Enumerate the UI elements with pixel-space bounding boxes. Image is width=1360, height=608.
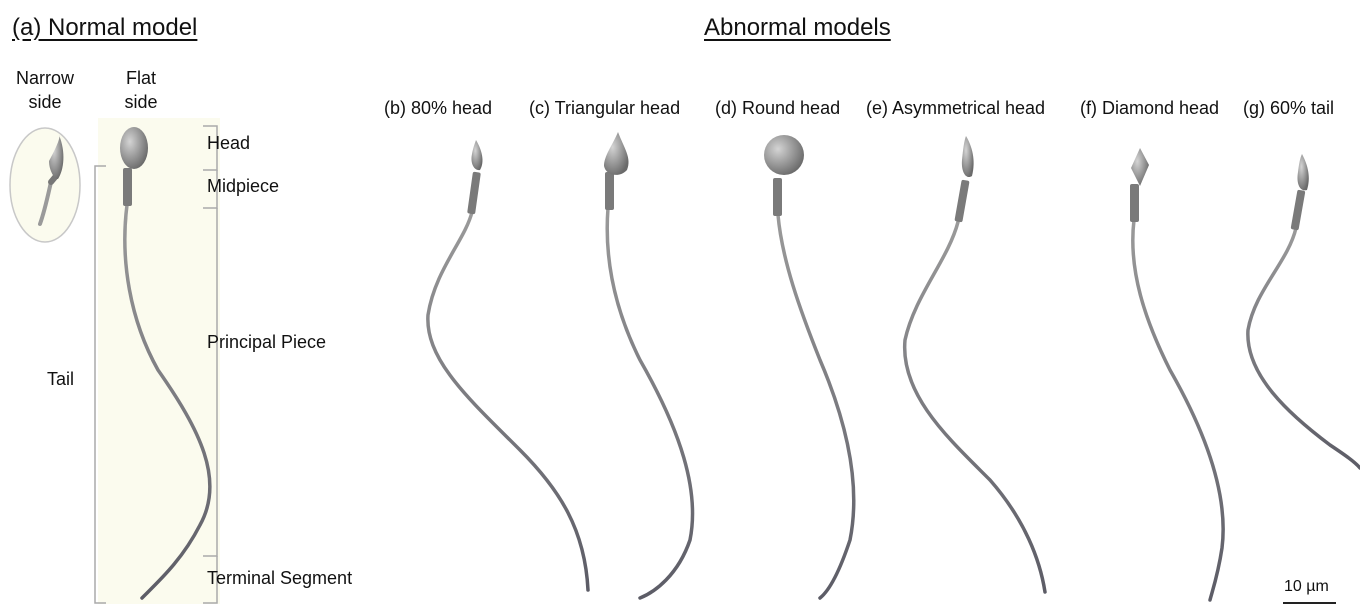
abnormal-models-title: Abnormal models [704, 14, 891, 42]
part-label-terminal-segment: Terminal Segment [207, 568, 352, 589]
narrow-side-label: Narrow side [6, 66, 84, 114]
model-label-f: (f) Diamond head [1080, 98, 1219, 119]
sperm-model-f [1130, 148, 1223, 600]
flat-side-label-line1: Flat [106, 66, 176, 90]
part-label-head: Head [207, 133, 250, 154]
part-label-midpiece: Midpiece [207, 176, 279, 197]
scale-bar-label: 10 µm [1284, 578, 1329, 596]
normal-model-title: (a) Normal model [12, 14, 197, 42]
part-label-principal-piece: Principal Piece [207, 332, 326, 353]
sperm-model-g [1248, 154, 1360, 468]
narrow-side-oval [10, 128, 80, 242]
model-label-b: (b) 80% head [384, 98, 492, 119]
model-label-e: (e) Asymmetrical head [866, 98, 1045, 119]
flat-side-highlight [98, 118, 220, 604]
normal-sperm-head [120, 127, 148, 169]
model-label-d: (d) Round head [715, 98, 840, 119]
narrow-side-label-line2: side [6, 90, 84, 114]
model-label-c: (c) Triangular head [529, 98, 680, 119]
model-label-g: (g) 60% tail [1243, 98, 1334, 119]
normal-sperm-midpiece [123, 168, 132, 206]
flat-side-label-line2: side [106, 90, 176, 114]
sperm-model-c [604, 132, 693, 598]
narrow-side-label-line1: Narrow [6, 66, 84, 90]
sperm-model-b [428, 140, 588, 590]
part-label-tail: Tail [47, 369, 74, 390]
sperm-model-d [764, 135, 854, 598]
sperm-model-e [905, 136, 1045, 592]
flat-side-label: Flat side [106, 66, 176, 114]
